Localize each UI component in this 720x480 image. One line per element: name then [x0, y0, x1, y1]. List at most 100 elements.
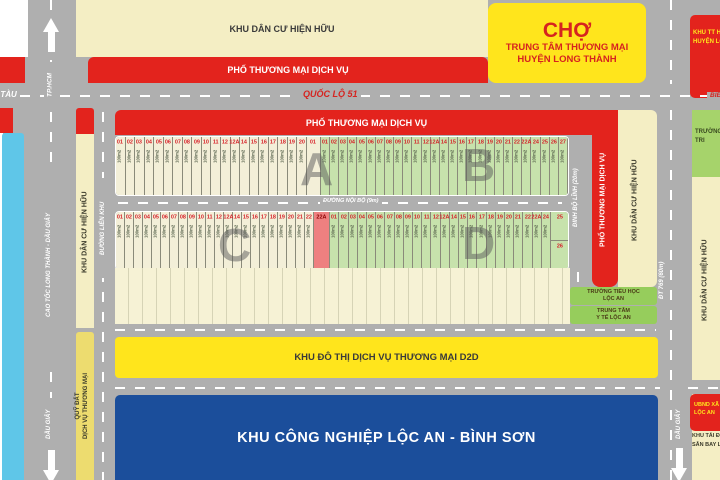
- market-line3: HUYỆN LONG THÀNH: [517, 54, 617, 66]
- admin-line2: HUYỆN LONG THÀNH: [693, 39, 720, 45]
- plot-C-14: 14 100m2: [233, 212, 243, 269]
- plot-area-label: 100m2: [156, 149, 161, 163]
- plot-area-label: 100m2: [497, 224, 503, 238]
- plot-area-label: 100m2: [478, 149, 483, 163]
- plot-area-label: 100m2: [307, 224, 312, 238]
- left-residential-label: KHU DÂN CƯ HIỆN HỮU: [81, 191, 89, 274]
- plot-area-label: 100m2: [451, 224, 457, 238]
- reserve-land-area: [115, 268, 570, 324]
- plot-area-label: 100m2: [280, 149, 285, 163]
- tphcm-direction-arrow-icon: [43, 18, 59, 52]
- admin-center-box: KHU TT HÀNH CHÍNH HUYỆN LONG THÀNH: [690, 15, 720, 98]
- road-label-dinh-bo-linh: ĐINH BỘ LĨNH (20m): [570, 128, 582, 268]
- plot-number: 20: [495, 139, 502, 146]
- plot-area-label: 100m2: [396, 149, 401, 163]
- plot-D-last-column: 25 26: [551, 212, 568, 269]
- plot-number: 16: [252, 214, 259, 221]
- plot-area-label: 100m2: [470, 224, 475, 238]
- plot-number: 01: [321, 139, 328, 146]
- plot-area-label: 100m2: [377, 149, 382, 163]
- plot-area-label: 100m2: [350, 224, 355, 238]
- plot-area-label: 100m2: [433, 224, 438, 238]
- plot-area-label: 100m2: [253, 224, 258, 238]
- dt769-centerline: [670, 110, 672, 480]
- plot-area-label: 100m2: [524, 149, 529, 163]
- blank-corner: [0, 0, 28, 57]
- plot-area-label: 100m2: [171, 224, 177, 238]
- plot-number: 10: [414, 214, 421, 221]
- plot-area-label: 100m2: [359, 149, 364, 163]
- plot-number: 06: [162, 214, 169, 221]
- plot-area-label: 100m2: [507, 224, 512, 238]
- plot-area-label: 100m2: [442, 224, 447, 238]
- plot-number: 22: [524, 214, 531, 221]
- plot-number: 09: [193, 139, 200, 146]
- plot-area-label: 100m2: [533, 149, 538, 163]
- plot-number: 07: [171, 214, 178, 221]
- plot-number: 21: [504, 139, 512, 146]
- plot-area-label: 100m2: [204, 149, 209, 163]
- plot-area-label: 100m2: [199, 224, 204, 238]
- plot-area-label: 100m2: [194, 149, 199, 163]
- road4-centerline-right: [688, 387, 720, 389]
- plot-number: 08: [385, 139, 392, 146]
- plot-number: 18: [487, 214, 494, 221]
- plot-number: 04: [358, 214, 365, 221]
- plot-number: 02: [340, 214, 347, 221]
- plot-number: 14: [450, 214, 457, 221]
- banner2-label: PHỐ THƯƠNG MẠI DỊCH VỤ: [305, 117, 428, 128]
- plot-area-label: 100m2: [396, 224, 401, 238]
- plot-area-label: 100m2: [525, 224, 530, 238]
- plot-number: 15: [449, 139, 457, 146]
- plot-area-label: 100m2: [368, 224, 374, 238]
- plot-area-label: 100m2: [235, 224, 240, 238]
- plot-area-label: 100m2: [251, 149, 257, 163]
- plot-number: 14: [234, 214, 241, 221]
- plot-area-label: 100m2: [341, 149, 346, 163]
- plot-area-label: 100m2: [515, 149, 520, 163]
- plot-number: 12: [216, 214, 223, 221]
- plot-area-label: 100m2: [469, 149, 474, 163]
- lien-khu-road-centerline: [102, 112, 104, 480]
- commercial-street-banner-plots: PHỐ THƯƠNG MẠI DỊCH VỤ: [115, 110, 618, 135]
- plot-number: 17: [261, 214, 268, 221]
- plot-area-label: 100m2: [289, 224, 294, 238]
- plot-number: 06: [164, 139, 172, 146]
- dau-giay-arrow-right-icon: [671, 448, 687, 480]
- plot-number: 12: [422, 139, 429, 146]
- plot-number: 27: [559, 139, 566, 146]
- d2d-label: KHU ĐÔ THỊ DỊCH VỤ THƯƠNG MẠI D2D: [294, 352, 479, 363]
- plot-number: 12: [432, 214, 439, 221]
- plot-number: 07: [376, 139, 383, 146]
- plot-area-label: 100m2: [290, 149, 295, 163]
- plot-D-14: 14 100m2: [449, 212, 460, 269]
- plot-area-label: 100m2: [387, 224, 392, 238]
- plot-number: 07: [386, 214, 393, 221]
- plot-area-label: 100m2: [496, 149, 501, 163]
